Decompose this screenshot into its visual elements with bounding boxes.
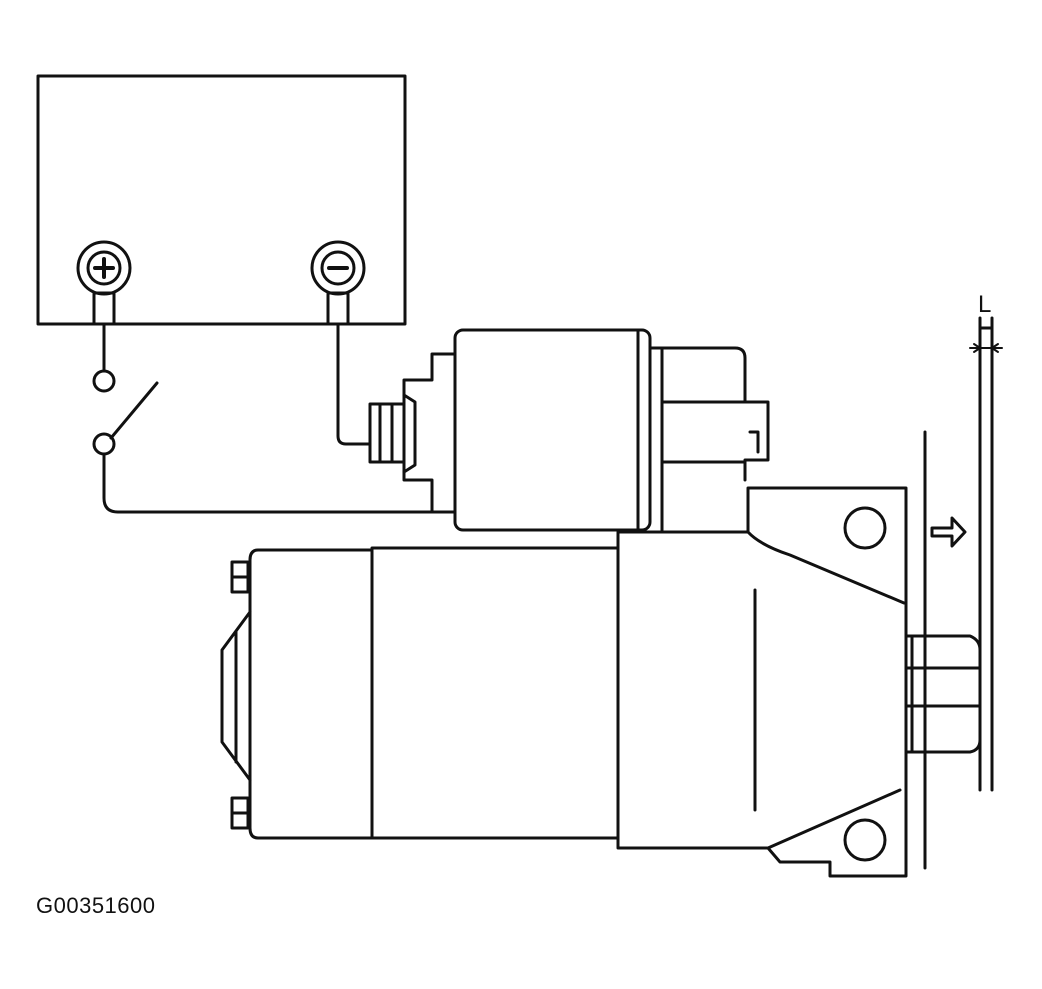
plunger-arrow xyxy=(930,516,967,548)
positive-terminal xyxy=(76,240,132,326)
drive-housing xyxy=(616,486,908,878)
mounting-hole-top xyxy=(843,506,887,550)
switch-contact-top xyxy=(92,369,116,393)
solenoid-front-collar xyxy=(402,352,457,514)
motor-yoke xyxy=(370,546,620,840)
wiring xyxy=(92,322,440,514)
solenoid-terminal-bolt xyxy=(368,402,406,464)
pinion-gear xyxy=(904,634,982,754)
solenoid xyxy=(368,328,770,532)
mounting-hole-bottom xyxy=(843,818,887,862)
solenoid-rear-housing xyxy=(648,346,770,482)
switch-to-solenoid-wire xyxy=(102,452,440,514)
negative-lead-wire xyxy=(336,322,372,446)
figure-code: G00351600 xyxy=(36,893,156,918)
battery xyxy=(36,74,407,326)
dimension-l xyxy=(969,316,1003,792)
switch-blade xyxy=(109,381,159,440)
dimension-l-label: L xyxy=(978,291,991,318)
motor-end-cover xyxy=(248,548,374,840)
starter-motor xyxy=(220,430,982,878)
negative-terminal xyxy=(310,240,366,326)
